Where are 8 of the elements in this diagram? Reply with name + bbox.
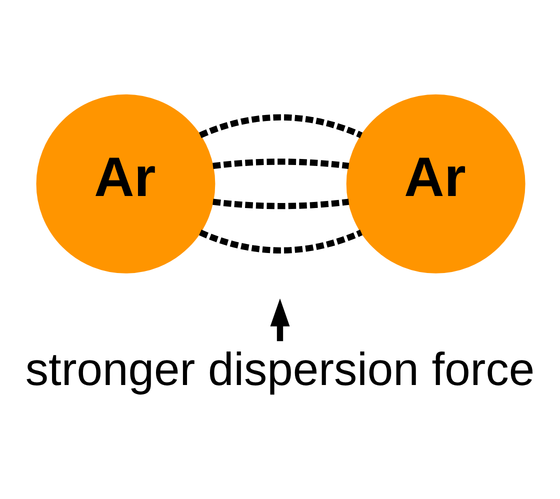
connector (199, 114, 362, 138)
node-circle: Ar (346, 94, 526, 273)
connector (199, 229, 362, 253)
node-text: stronger dispersion force (25, 342, 535, 394)
node-circle: Ar (36, 94, 216, 273)
arrow (270, 298, 290, 341)
connector (212, 198, 350, 209)
connector (212, 158, 350, 169)
